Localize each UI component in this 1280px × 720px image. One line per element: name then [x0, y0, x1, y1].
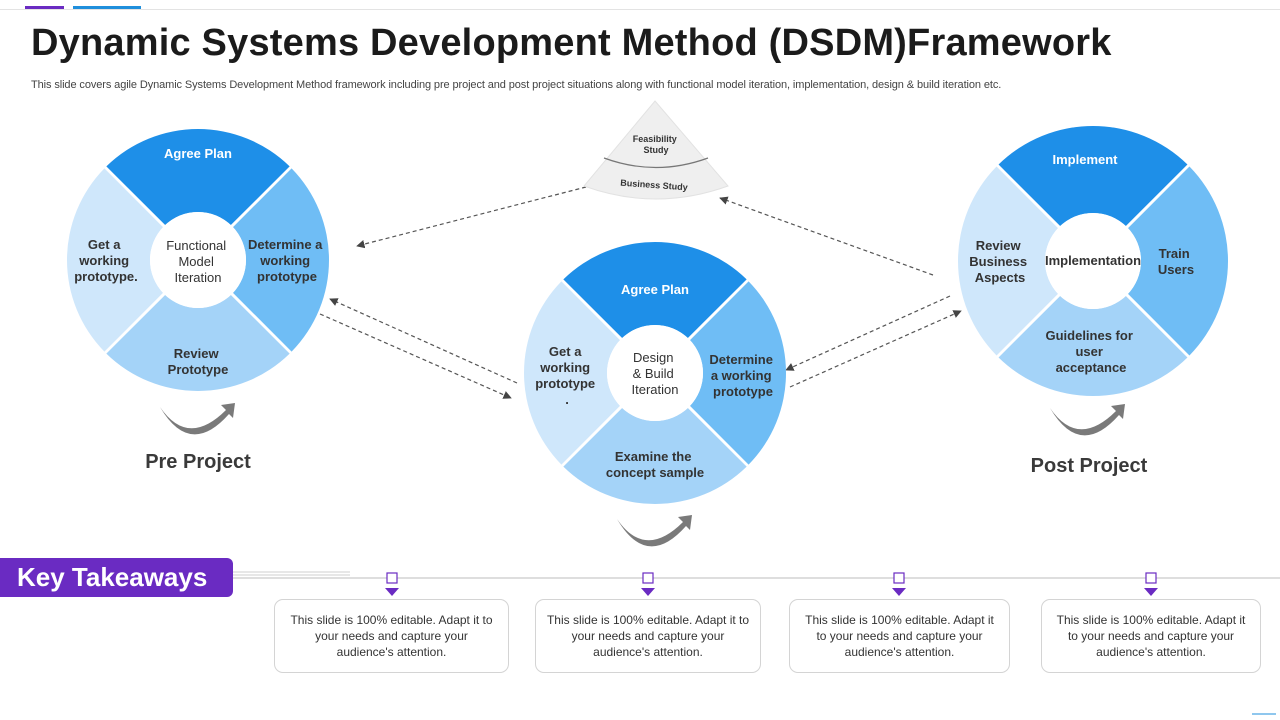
design-segment-right	[689, 281, 787, 465]
top-rule	[0, 9, 1280, 10]
business-study-label: Business Study	[620, 178, 688, 193]
post-segment-left	[957, 166, 1059, 356]
post-project-label: Post Project	[1031, 455, 1148, 477]
pre-segment-top-text: Agree Plan	[164, 146, 232, 161]
post-center-text: Implementation	[1045, 253, 1141, 268]
connector-post-to-design	[785, 295, 951, 371]
pre-segment-left	[67, 168, 164, 352]
design-segment-bottom-text: Examine the concept sample	[606, 449, 704, 480]
design-segment-bottom	[563, 407, 747, 504]
takeaway-card-4: This slide is 100% editable. Adapt it to…	[1041, 599, 1261, 673]
feasibility-cone-shape	[583, 100, 729, 200]
post-segment-right-text: Train Users	[1158, 246, 1194, 277]
design-build-segments	[524, 242, 787, 504]
post-segment-top-text: Implement	[1052, 152, 1118, 167]
post-project-segments	[957, 126, 1228, 396]
design-build-wheel: Agree Plan Determine a working prototype…	[524, 242, 787, 547]
accent-bar-purple	[25, 6, 64, 10]
connectors	[319, 186, 962, 399]
pre-project-segments	[67, 129, 329, 391]
pre-segment-right	[232, 168, 329, 352]
connector-feasibility-to-pre	[356, 186, 587, 249]
timeline-marker-2	[641, 572, 655, 596]
post-segment-bottom-text: Guidelines for user acceptance	[1045, 328, 1136, 375]
timeline-marker-4	[1144, 572, 1158, 596]
pre-cycle-arrow-icon	[160, 403, 235, 435]
design-segment-left	[524, 281, 621, 465]
pre-center-text: Functional Model Iteration	[166, 238, 230, 285]
post-segment-left-text: Review Business Aspects	[969, 238, 1030, 285]
post-cycle-arrow-icon	[1050, 404, 1125, 436]
pre-segment-bottom	[106, 294, 290, 391]
timeline-marker-3	[892, 572, 906, 596]
design-segment-top-text: Agree Plan	[621, 282, 689, 297]
pre-project-wheel: Agree Plan Determine a working prototype…	[67, 129, 329, 473]
post-segment-right	[1127, 166, 1228, 356]
post-project-hub	[1045, 213, 1141, 309]
design-center-text: Design & Build Iteration	[632, 350, 679, 397]
feasibility-study-label: Feasibility Study	[633, 134, 680, 155]
key-takeaways-badge: Key Takeaways	[0, 558, 233, 597]
design-segment-right-text: Determine a working prototype	[709, 352, 776, 399]
design-segment-left-text: Get a working prototype .	[535, 344, 599, 407]
slide-subtitle: This slide covers agile Dynamic Systems …	[31, 79, 1002, 91]
pre-segment-left-text: Get a working prototype.	[74, 237, 138, 284]
feasibility-divider	[603, 157, 709, 169]
design-cycle-arrow-icon	[617, 515, 692, 547]
design-segment-top	[563, 242, 747, 339]
timeline-marker-1	[385, 572, 399, 596]
takeaways-timeline	[233, 571, 1280, 715]
connector-design-to-pre	[329, 298, 518, 384]
post-segment-bottom	[998, 295, 1188, 396]
pre-segment-top	[106, 129, 290, 226]
pre-project-label: Pre Project	[145, 451, 251, 473]
connector-post-to-feasibility	[719, 196, 934, 276]
pre-segment-right-text: Determine a working prototype	[248, 237, 326, 284]
pre-segment-bottom-text: Review Prototype	[168, 346, 229, 377]
post-segment-top	[998, 126, 1188, 227]
design-build-hub	[607, 325, 703, 421]
slide-title: Dynamic Systems Development Method (DSDM…	[31, 22, 1112, 64]
connector-design-to-post	[789, 310, 962, 388]
feasibility-cone: Feasibility Study Business Study	[583, 100, 729, 200]
post-project-wheel: Implement Train Users Guidelines for use…	[957, 126, 1228, 477]
accent-bar-blue	[73, 6, 141, 10]
connector-pre-to-design	[319, 313, 512, 399]
takeaway-card-2: This slide is 100% editable. Adapt it to…	[535, 599, 761, 673]
takeaway-card-1: This slide is 100% editable. Adapt it to…	[274, 599, 509, 673]
takeaway-card-3: This slide is 100% editable. Adapt it to…	[789, 599, 1010, 673]
pre-project-hub	[150, 212, 246, 308]
